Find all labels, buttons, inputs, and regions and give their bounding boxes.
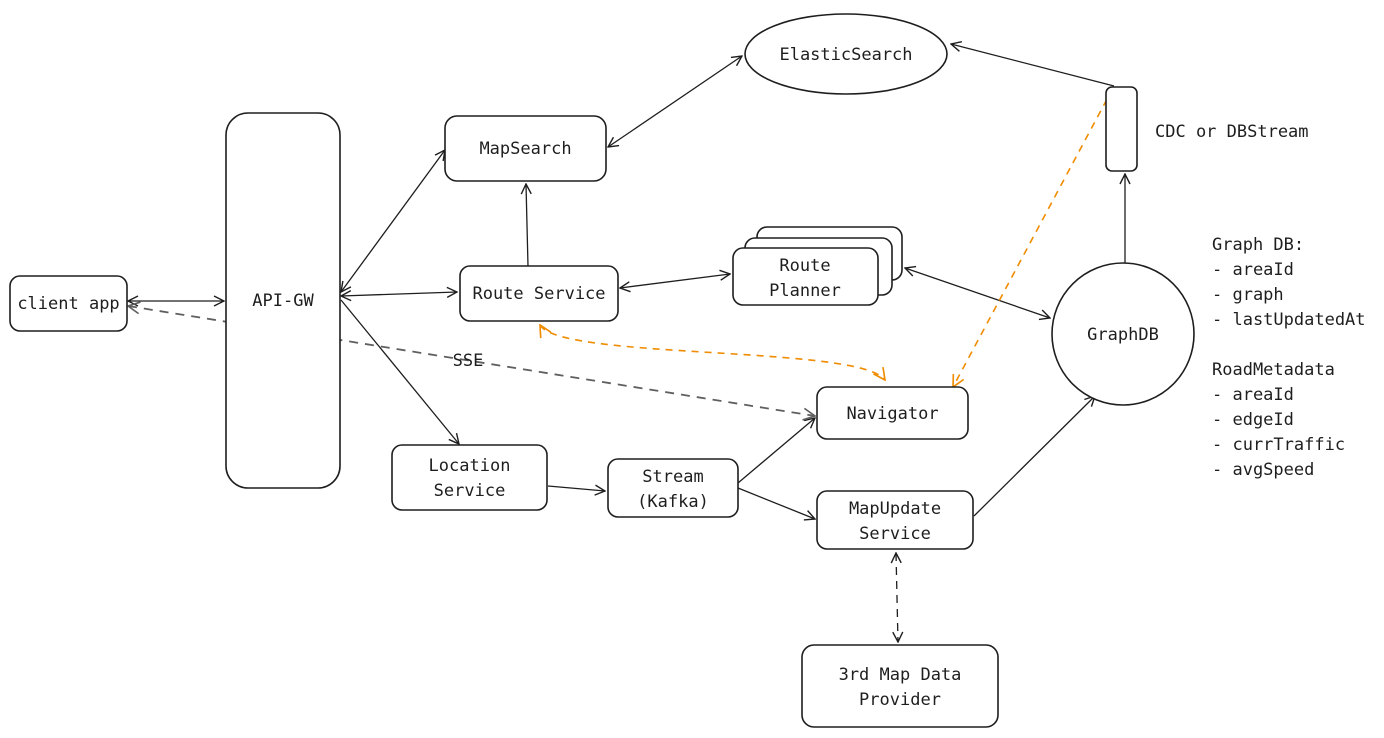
edge-mapsearch-elasticsearch xyxy=(608,56,742,147)
mapupdate-service-label-line1: MapUpdate xyxy=(849,499,941,519)
graph-db-note-line: Graph DB: xyxy=(1212,235,1304,255)
sse-label: SSE xyxy=(453,351,484,371)
api-gw-node[interactable]: API-GW xyxy=(225,112,341,489)
edge-routeplanner-graphdb xyxy=(905,268,1050,318)
road-metadata-note-line: - avgSpeed xyxy=(1212,460,1314,480)
mapupdate-service-label-line2: Service xyxy=(859,524,931,544)
road-metadata-note-line: - areaId xyxy=(1212,385,1294,405)
mapsearch-label: MapSearch xyxy=(479,139,571,159)
graph-db-note-line: - lastUpdatedAt xyxy=(1212,310,1366,330)
edge-apigw-mapsearch xyxy=(341,150,445,292)
mapupdate-service-node[interactable]: MapUpdate Service xyxy=(816,490,974,550)
edges xyxy=(128,44,1125,642)
provider-label-line1: 3rd Map Data xyxy=(839,665,962,685)
road-metadata-note-line: - edgeId xyxy=(1212,410,1294,430)
edge-mapupdate-graphdb xyxy=(973,396,1095,517)
graphdb-node[interactable]: GraphDB xyxy=(1051,262,1195,406)
stream-kafka-label-line2: (Kafka) xyxy=(637,492,709,512)
client-app-node[interactable]: client app xyxy=(9,275,128,332)
edge-routeservice-routeplanner xyxy=(620,274,730,288)
provider-label-line2: Provider xyxy=(859,690,941,710)
location-service-node[interactable]: Location Service xyxy=(391,444,548,511)
navigator-node[interactable]: Navigator xyxy=(816,386,969,440)
edge-routeservice-mapsearch xyxy=(526,184,528,267)
elasticsearch-label: ElasticSearch xyxy=(779,45,912,65)
route-service-node[interactable]: Route Service xyxy=(459,265,619,322)
graphdb-label: GraphDB xyxy=(1087,325,1159,345)
stream-kafka-label-line1: Stream xyxy=(642,467,703,487)
third-party-provider-node[interactable]: 3rd Map Data Provider xyxy=(801,644,999,728)
cdc-node[interactable] xyxy=(1105,86,1138,172)
edge-cdc-elasticsearch xyxy=(951,44,1115,87)
stream-kafka-node[interactable]: Stream (Kafka) xyxy=(607,458,739,518)
edge-stream-navigator xyxy=(737,418,815,484)
api-gw-label: API-GW xyxy=(252,291,314,311)
graph-db-schema-note: Graph DB: - areaId - graph - lastUpdated… xyxy=(1212,235,1366,330)
mapsearch-node[interactable]: MapSearch xyxy=(444,115,607,182)
navigator-label: Navigator xyxy=(846,404,938,424)
edge-stream-mapupdate xyxy=(737,487,815,519)
route-planner-label-line2: Planner xyxy=(769,281,841,301)
road-metadata-note-line: - currTraffic xyxy=(1212,435,1345,455)
route-planner-node[interactable]: Route Planner xyxy=(732,226,903,306)
location-service-label-line2: Service xyxy=(434,481,506,501)
client-app-label: client app xyxy=(17,294,119,314)
graph-db-note-line: - areaId xyxy=(1212,260,1294,280)
location-service-label-line1: Location xyxy=(429,456,511,476)
road-metadata-note-line: RoadMetadata xyxy=(1212,360,1335,380)
cdc-label: CDC or DBStream xyxy=(1155,122,1309,142)
edge-mapupdate-provider xyxy=(896,553,898,642)
road-metadata-schema-note: RoadMetadata - areaId - edgeId - currTra… xyxy=(1212,360,1345,480)
edge-apigw-routeservice xyxy=(341,292,457,296)
elasticsearch-node[interactable]: ElasticSearch xyxy=(744,13,948,95)
edge-routeservice-navigator xyxy=(540,325,885,380)
route-planner-label-line1: Route xyxy=(779,256,830,276)
route-service-label: Route Service xyxy=(472,284,605,304)
edge-cdc-navigator xyxy=(953,87,1114,387)
graph-db-note-line: - graph xyxy=(1212,285,1284,305)
edge-location-stream xyxy=(547,486,605,491)
edge-apigw-locationservice xyxy=(340,299,459,444)
